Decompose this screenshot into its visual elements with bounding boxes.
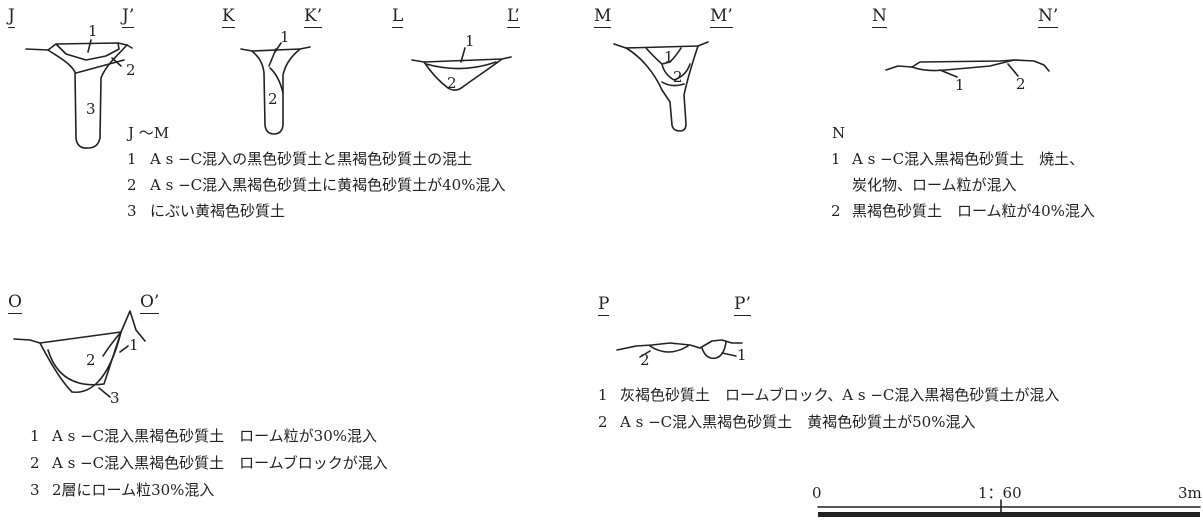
section-n-start-label: N: [872, 6, 887, 28]
section-p-end-label: P’: [734, 294, 751, 316]
section-k-layer-2: 2: [268, 90, 278, 108]
legend-jm-item-1-no: 1: [127, 150, 137, 168]
legend-n-item-2-no: 2: [831, 202, 841, 220]
section-j-layer-3: 3: [86, 100, 96, 118]
legend-p-item-1-no: 1: [598, 386, 608, 404]
legend-o-item-2-no: 2: [30, 454, 40, 472]
legend-n-item-2-text: 黒褐色砂質土 ローム粒が40%混入: [852, 202, 1095, 220]
section-o-layer-2: 2: [86, 351, 96, 369]
section-o-profile: [13, 310, 146, 398]
section-l-profile: [411, 47, 512, 91]
section-m-start-label: M: [594, 6, 612, 28]
section-n-layer-1: 1: [955, 76, 965, 94]
scale-end-label: 3m: [1178, 484, 1202, 502]
section-m-end-label: M’: [710, 6, 733, 28]
section-l-end-label: L’: [507, 6, 520, 28]
legend-o-item-1-text: A s −C混入黒褐色砂質土 ローム粒が30%混入: [52, 427, 378, 445]
legend-n-heading: N: [832, 124, 846, 142]
section-k-start-label: K: [222, 6, 235, 28]
section-o-layer-1: 1: [129, 336, 139, 354]
legend-jm-item-3-text: にぶい黄褐色砂質土: [150, 202, 286, 220]
legend-n-item-1-no: 1: [831, 150, 841, 168]
legend-jm-item-3-no: 3: [127, 202, 137, 220]
legend-o-item-3-text: 2層にローム粒30%混入: [52, 481, 215, 499]
legend-p-item-1-text: 灰褐色砂質土 ロームブロック、A s −C混入黒褐色砂質土が混入: [620, 386, 1060, 404]
section-l-layer-2: 2: [447, 74, 457, 92]
scale-start-label: 0: [812, 484, 822, 502]
section-n-profile: [885, 59, 1050, 78]
section-o-start-label: O: [8, 292, 22, 314]
legend-jm-item-2-text: A s −C混入黒褐色砂質土に黄褐色砂質土が40%混入: [150, 176, 506, 194]
section-p-layer-2: 2: [640, 351, 650, 369]
section-j-end-label: J’: [122, 6, 135, 28]
section-p-layer-1: 1: [737, 346, 747, 364]
section-p-start-label: P: [598, 294, 610, 316]
legend-o-item-3-no: 3: [30, 481, 40, 499]
section-k-layer-1: 1: [280, 28, 290, 46]
section-k-end-label: K’: [304, 6, 323, 28]
section-p-profile: [616, 339, 743, 360]
section-o-end-label: O’: [140, 292, 160, 314]
section-o-layer-3: 3: [110, 389, 120, 407]
legend-p-item-2-no: 2: [598, 413, 608, 431]
section-m-profile: [613, 41, 709, 132]
section-n-end-label: N’: [1038, 6, 1059, 28]
section-n-layer-2: 2: [1016, 75, 1026, 93]
legend-jm-heading: J ～M: [128, 124, 170, 142]
legend-o-item-1-no: 1: [30, 427, 40, 445]
section-j-start-label: J: [8, 6, 15, 28]
legend-jm-item-2-no: 2: [127, 176, 137, 194]
legend-n-item-1-cont: 炭化物、ローム粒が混入: [852, 176, 1017, 194]
section-m-layer-1: 1: [664, 48, 674, 66]
scale-bar-thick: [818, 512, 1200, 517]
legend-o-item-2-text: A s −C混入黒褐色砂質土 ロームブロックが混入: [52, 454, 388, 472]
section-j-layer-1: 1: [88, 22, 98, 40]
section-m-layer-2: 2: [673, 68, 683, 86]
section-l-start-label: L: [392, 6, 404, 28]
section-j-layer-2: 2: [126, 61, 136, 79]
section-k-profile: [240, 42, 311, 135]
section-l-layer-1: 1: [465, 32, 475, 50]
legend-n-item-1-text: A s −C混入黒褐色砂質土 焼土、: [852, 150, 1085, 168]
legend-jm-item-1-text: A s −C混入の黒色砂質土と黒褐色砂質土の混土: [150, 150, 473, 168]
scale-ratio-label: 1：60: [978, 484, 1022, 502]
section-j-profile: [25, 39, 133, 149]
legend-p-item-2-text: A s −C混入黒褐色砂質土 黄褐色砂質土が50%混入: [620, 413, 976, 431]
